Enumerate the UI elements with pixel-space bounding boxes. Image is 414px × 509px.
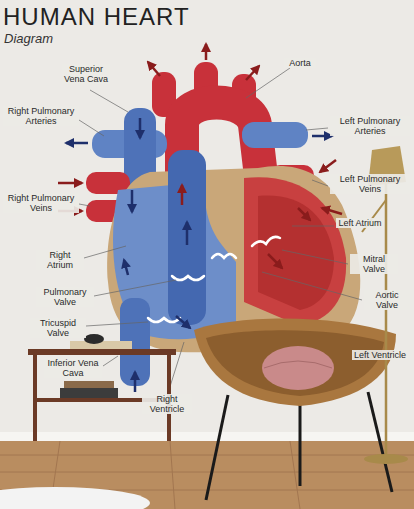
part-label: Mitral Valve	[350, 254, 398, 274]
side-table	[28, 334, 176, 441]
flow-arrow	[124, 260, 128, 275]
leader-line	[262, 272, 362, 300]
flow-arrow	[181, 185, 184, 205]
part-label: Inferior Vena Cava	[44, 358, 102, 378]
part-label: Right Pulmonary Arteries	[3, 106, 79, 126]
chair	[206, 330, 384, 396]
flow-arrow	[58, 182, 82, 185]
chair	[194, 319, 396, 501]
floor-lamp	[364, 454, 408, 464]
part-label: Right Atrium	[36, 250, 84, 270]
diagram-title: HUMAN HEART	[3, 3, 190, 31]
flow-arrow	[66, 142, 88, 145]
part-label: Superior Vena Cava	[62, 64, 110, 84]
part-label: Right Pulmonary Veins	[3, 193, 79, 213]
flow-arrow	[246, 66, 259, 80]
flow-arrow	[131, 190, 134, 212]
heart	[168, 150, 206, 325]
chair	[194, 319, 396, 407]
valve	[212, 254, 236, 258]
leader-line	[79, 120, 104, 136]
leader-line	[306, 128, 328, 130]
valve	[252, 237, 280, 246]
valve	[148, 318, 180, 322]
chair	[264, 361, 332, 368]
part-label: Pulmonary Valve	[36, 287, 94, 307]
leader-line	[86, 322, 148, 326]
heart	[244, 177, 346, 326]
chair	[262, 346, 334, 390]
leader-line	[103, 356, 118, 366]
flow-arrow	[320, 160, 336, 172]
flow-arrow	[268, 254, 282, 268]
part-label: Left Atrium	[336, 218, 384, 228]
leader-line	[94, 280, 176, 296]
side-table	[28, 349, 176, 355]
flow-arrow	[312, 135, 332, 138]
part-label: Aortic Valve	[364, 290, 410, 310]
chair	[206, 395, 228, 500]
flow-arrow	[139, 118, 142, 138]
part-label: Left Ventricle	[352, 350, 408, 360]
side-table	[64, 381, 114, 388]
flow-arrow	[322, 208, 342, 214]
leader-line	[312, 180, 328, 186]
flow-arrow	[186, 222, 189, 245]
part-label: Tricuspid Valve	[30, 318, 86, 338]
leader-line	[90, 90, 128, 112]
flow-arrow	[298, 208, 310, 220]
chair	[299, 404, 302, 486]
leader-line	[246, 68, 290, 98]
side-table	[84, 334, 104, 344]
leader-line	[282, 250, 348, 264]
vessel	[242, 122, 308, 148]
subtitle: Diagram	[3, 32, 83, 47]
flow-arrow	[205, 44, 208, 60]
flow-arrow	[134, 372, 137, 392]
room	[0, 432, 414, 442]
valve	[148, 237, 280, 322]
leader-line	[84, 246, 126, 258]
part-label: Right Ventricle	[142, 394, 192, 414]
floor-lamp	[385, 184, 388, 456]
chair	[368, 392, 392, 492]
flow-arrow	[176, 316, 190, 328]
valve	[172, 276, 204, 280]
side-table	[60, 388, 118, 398]
room	[0, 0, 414, 440]
leader-line	[79, 204, 90, 206]
part-label: Aorta	[284, 58, 316, 68]
leader-line	[292, 226, 334, 227]
room	[0, 487, 150, 509]
part-label: Left Pulmonary Arteries	[330, 116, 410, 136]
flow-arrow	[148, 62, 160, 76]
part-label: Left Pulmonary Veins	[330, 174, 410, 194]
